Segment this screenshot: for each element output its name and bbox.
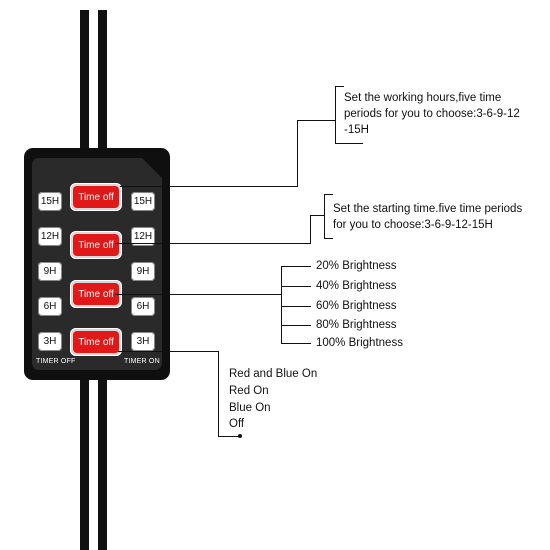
callout-1-line-h [120,186,298,187]
starting-time-text-1: Set the starting time.five time periods [333,203,523,215]
cable-left-bottom [80,378,89,550]
callout-2-bracket-bottom [324,238,333,239]
callout-3-line-h [115,294,282,295]
cable-right-top [98,10,107,150]
brightness-20: 20% Brightness [316,260,397,272]
hour-button-right-3h[interactable]: 3H [131,332,155,351]
callout-3-tick-4 [281,325,311,326]
time-off-button-3[interactable]: Time off [70,280,122,308]
callout-4-end-dot [238,434,242,438]
callout-1-bracket-bottom [335,143,363,144]
hour-button-right-6h[interactable]: 6H [131,297,155,316]
time-off-button-3-label: Time off [73,283,119,305]
brightness-80: 80% Brightness [316,319,397,331]
hour-button-right-15h[interactable]: 15H [131,192,155,211]
callout-3-line-v [281,266,282,344]
timer-off-label: TIMER OFF [36,358,76,365]
callout-4-line-h [118,351,219,352]
working-hours-text-1: Set the working hours,five time [344,92,502,104]
hour-button-left-9h[interactable]: 9H [38,262,62,281]
working-hours-text-3: -15H [344,124,369,136]
hour-button-left-15h[interactable]: 15H [38,192,62,211]
color-mode-off: Off [229,418,245,430]
callout-3-tick-5 [281,343,311,344]
callout-3-tick-1 [281,266,311,267]
color-mode-blue-on: Blue On [229,402,271,414]
callout-4-line-v [218,351,219,437]
callout-3-tick-3 [281,306,311,307]
hour-button-left-3h[interactable]: 3H [38,332,62,351]
callout-2-line-h [115,243,311,244]
brightness-40: 40% Brightness [316,280,397,292]
time-off-button-1-label: Time off [73,186,119,208]
callout-2-bracket [324,194,325,239]
callout-2-line-h2 [310,215,324,216]
callout-1-line-v [297,120,298,187]
callout-1-bracket [335,86,336,144]
time-off-button-4[interactable]: Time off [70,328,122,356]
brightness-100: 100% Brightness [316,337,403,349]
time-off-button-2-label: Time off [73,234,119,256]
hour-button-left-6h[interactable]: 6H [38,297,62,316]
timer-on-label: TIMER ON [124,358,160,365]
hour-button-right-9h[interactable]: 9H [131,262,155,281]
callout-3-tick-2 [281,286,311,287]
brightness-60: 60% Brightness [316,300,397,312]
time-off-button-1[interactable]: Time off [70,183,122,211]
callout-2-bracket-top [324,194,333,195]
working-hours-text-2: periods for you to choose:3-6-9-12 [344,108,520,120]
time-off-button-4-label: Time off [73,331,119,353]
color-mode-red-blue-on: Red and Blue On [229,368,318,380]
cable-left-top [80,10,89,150]
time-off-button-2[interactable]: Time off [70,231,122,259]
callout-1-bracket-top [335,86,344,87]
cable-right-bottom [98,378,107,550]
hour-button-right-12h[interactable]: 12H [131,227,155,246]
color-mode-red-on: Red On [229,385,269,397]
starting-time-text-2: for you to choose:3-6-9-12-15H [333,219,493,231]
callout-4-line-end [218,436,240,437]
callout-2-line-v [310,215,311,244]
hour-button-left-12h[interactable]: 12H [38,227,62,246]
callout-1-line-h2 [297,120,335,121]
